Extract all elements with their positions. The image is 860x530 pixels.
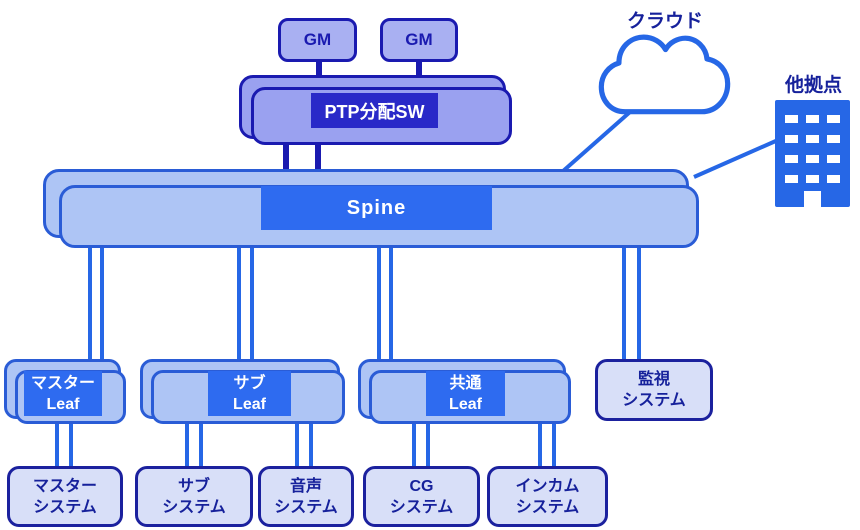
common-leaf-label: 共通 Leaf <box>426 371 505 416</box>
master-leaf-node: マスター Leaf <box>4 359 126 424</box>
sub-leaf-audio-system-line-1 <box>295 415 299 471</box>
cloud-icon <box>598 34 731 115</box>
master-leaf-master-system-line-1 <box>55 415 59 471</box>
common-leaf-cg-system-line-2 <box>426 415 430 471</box>
spine-common-leaf-line-2 <box>389 235 393 365</box>
gm1-ptp-link-line <box>316 58 322 78</box>
ptp-spine-link-line-1 <box>283 135 289 173</box>
cg-system-node: CG システム <box>363 466 480 527</box>
gm-node-1: GM <box>278 18 357 62</box>
sub-leaf-audio-system-line-2 <box>309 415 313 471</box>
spine-monitoring-line-1 <box>622 235 626 365</box>
audio-system-node: 音声 システム <box>258 466 354 527</box>
spine-label: Spine <box>261 186 492 230</box>
spine-master-leaf-line-2 <box>100 235 104 365</box>
spine-node: Spine <box>43 169 699 248</box>
sub-leaf-node: サブ Leaf <box>140 359 345 424</box>
gm-node-2: GM <box>380 18 458 62</box>
building-icon <box>775 100 850 207</box>
remote-site-spine-link-line <box>693 138 779 179</box>
ptp-spine-link-line-2 <box>315 135 321 173</box>
spine-sub-leaf-line-1 <box>237 235 241 365</box>
cloud-label: クラウド <box>626 11 703 32</box>
intercom-system-node: インカム システム <box>487 466 608 527</box>
ptp-distribution-switch-node: PTP分配SW <box>239 75 512 145</box>
master-leaf-master-system-line-2 <box>69 415 73 471</box>
spine-sub-leaf-line-2 <box>250 235 254 365</box>
monitoring-system-node: 監視 システム <box>595 359 713 421</box>
gm2-ptp-link-line <box>416 58 422 78</box>
ptp-switch-label: PTP分配SW <box>311 93 438 128</box>
common-leaf-cg-system-line-1 <box>412 415 416 471</box>
sub-system-node: サブ システム <box>135 466 253 527</box>
spine-monitoring-line-2 <box>637 235 641 365</box>
spine-master-leaf-line-1 <box>88 235 92 365</box>
cloud-spine-link-line <box>560 110 632 174</box>
remote-site-label: 他拠点 <box>784 75 842 96</box>
common-leaf-intercom-system-line-2 <box>552 415 556 471</box>
sub-leaf-label: サブ Leaf <box>208 371 291 416</box>
common-leaf-node: 共通 Leaf <box>358 359 571 424</box>
sub-leaf-sub-system-line-1 <box>185 415 189 471</box>
common-leaf-intercom-system-line-1 <box>538 415 542 471</box>
master-system-node: マスター システム <box>7 466 123 527</box>
sub-leaf-sub-system-line-2 <box>199 415 203 471</box>
master-leaf-label: マスター Leaf <box>24 371 102 416</box>
spine-common-leaf-line-1 <box>377 235 381 365</box>
